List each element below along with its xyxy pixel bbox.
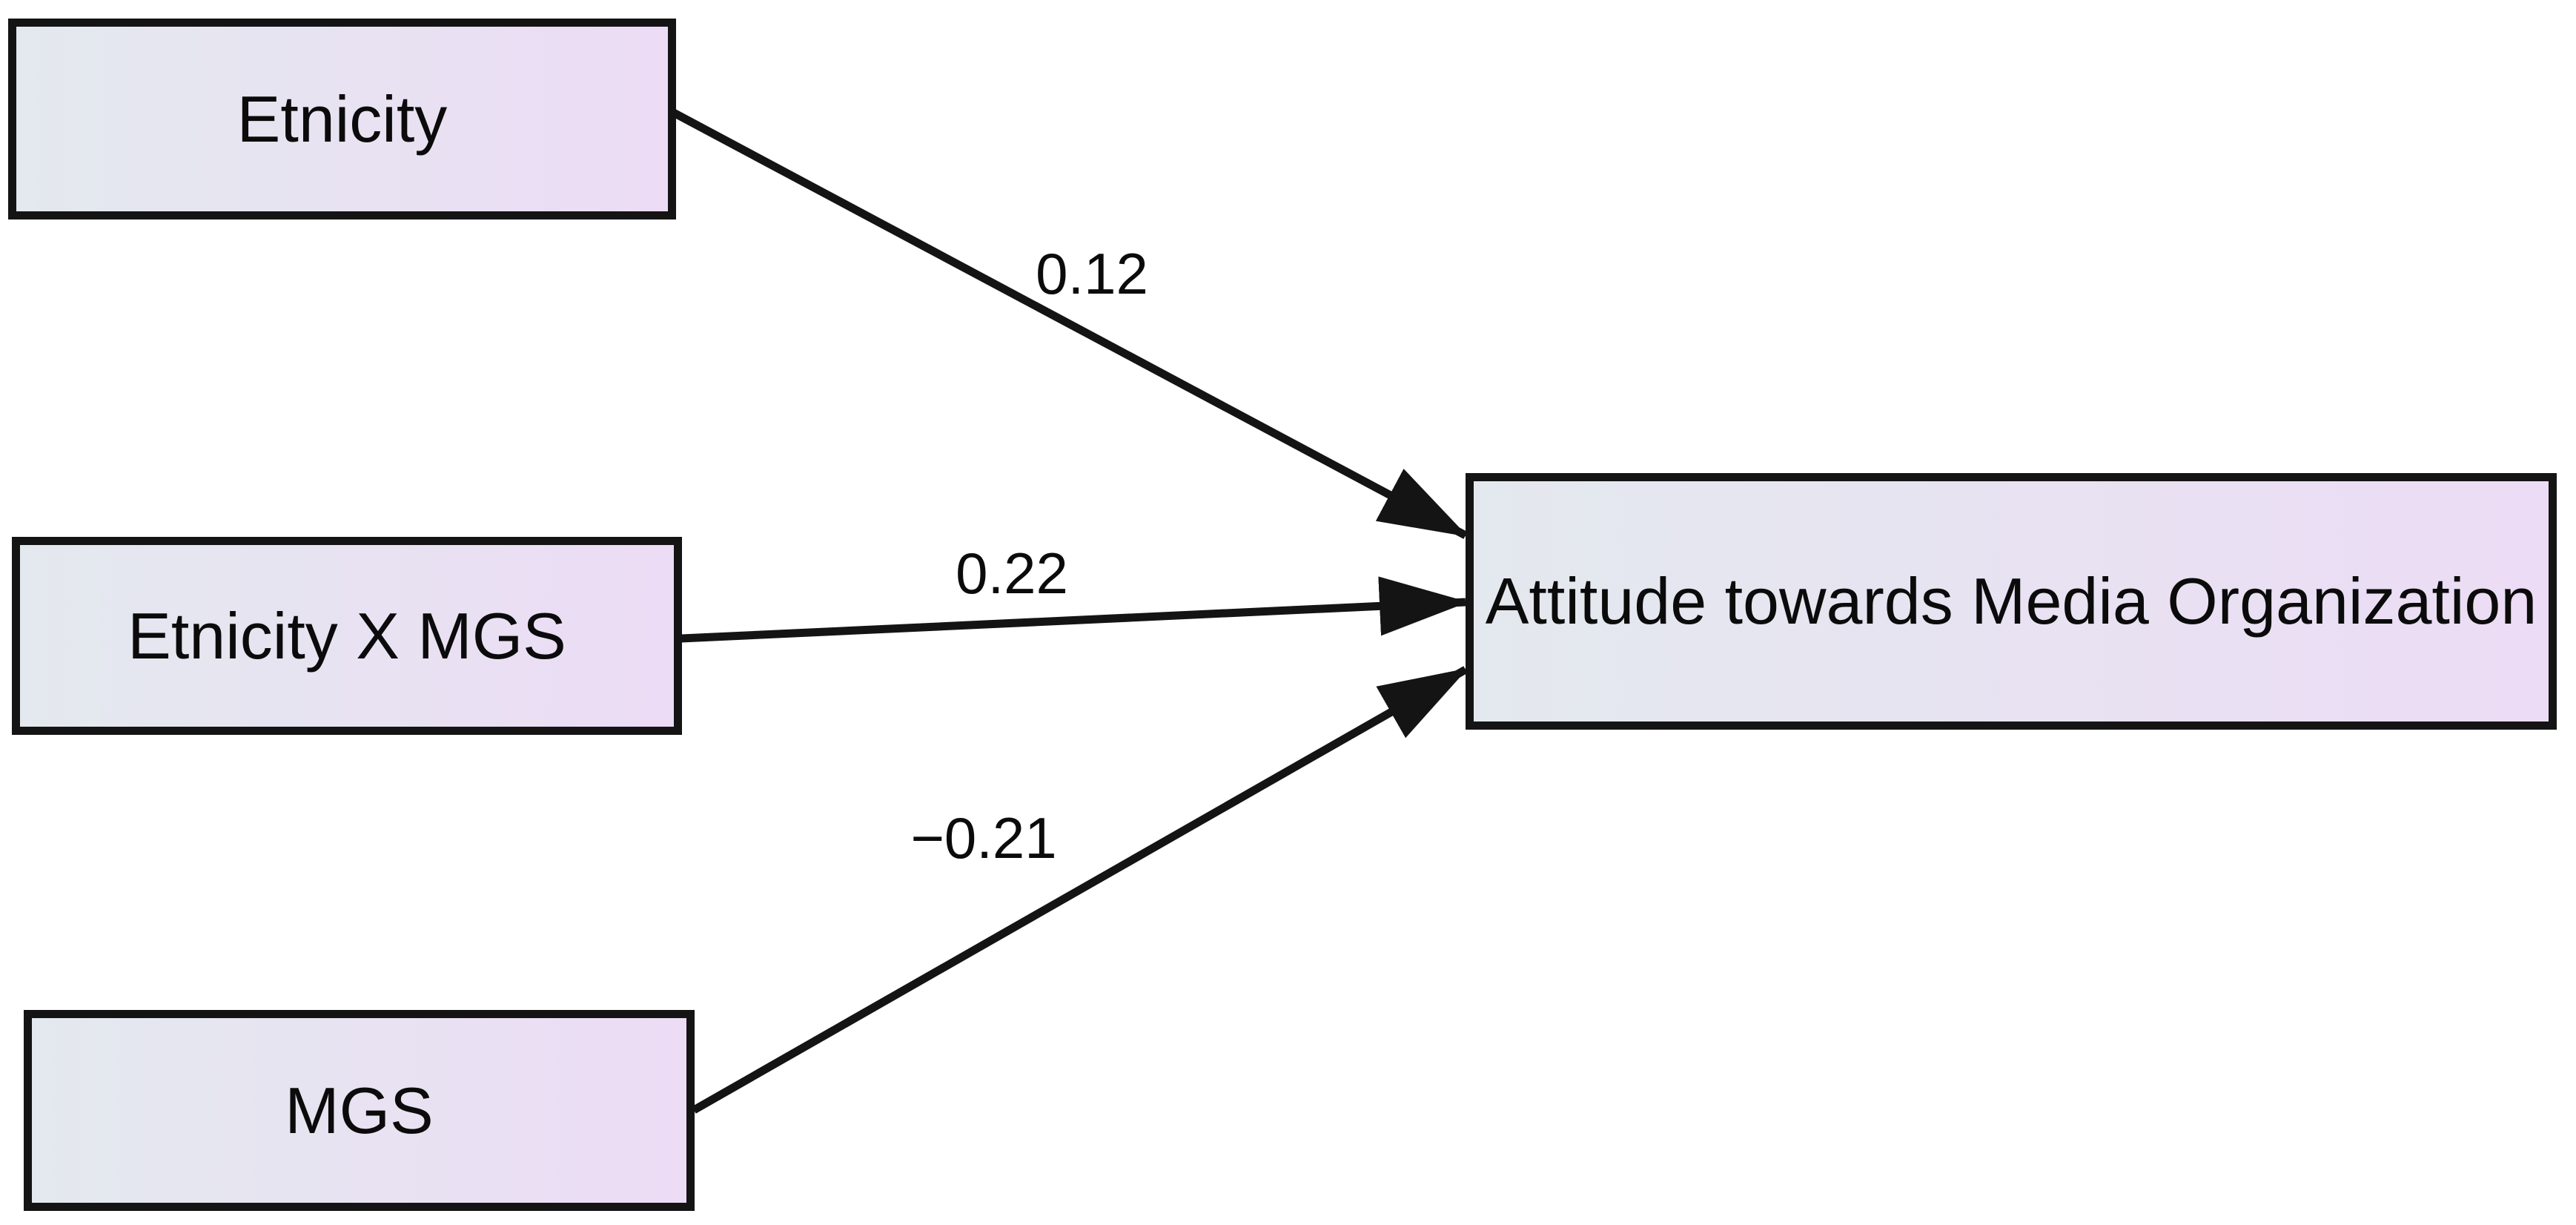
node-mgs: MGS — [24, 1010, 695, 1211]
edge-coefficient-mgs: −0.21 — [910, 805, 1057, 871]
arrow-mgs-to-attitude — [692, 666, 1469, 1114]
edge-coefficient-etnicity: 0.12 — [1036, 241, 1148, 306]
node-label: Etnicity X MGS — [128, 598, 566, 673]
arrow-etnicity-x-mgs-to-attitude — [681, 576, 1469, 643]
node-etnicity-x-mgs: Etnicity X MGS — [12, 537, 682, 735]
arrow-etnicity-to-attitude — [669, 108, 1469, 539]
edge-coefficient-etnicity-x-mgs: 0.22 — [956, 541, 1068, 606]
node-label: MGS — [285, 1073, 434, 1147]
node-attitude: Attitude towards Media Organization — [1466, 473, 2557, 730]
node-label: Etnicity — [236, 82, 448, 156]
node-etnicity: Etnicity — [8, 19, 676, 219]
node-label: Attitude towards Media Organization — [1485, 564, 2537, 638]
